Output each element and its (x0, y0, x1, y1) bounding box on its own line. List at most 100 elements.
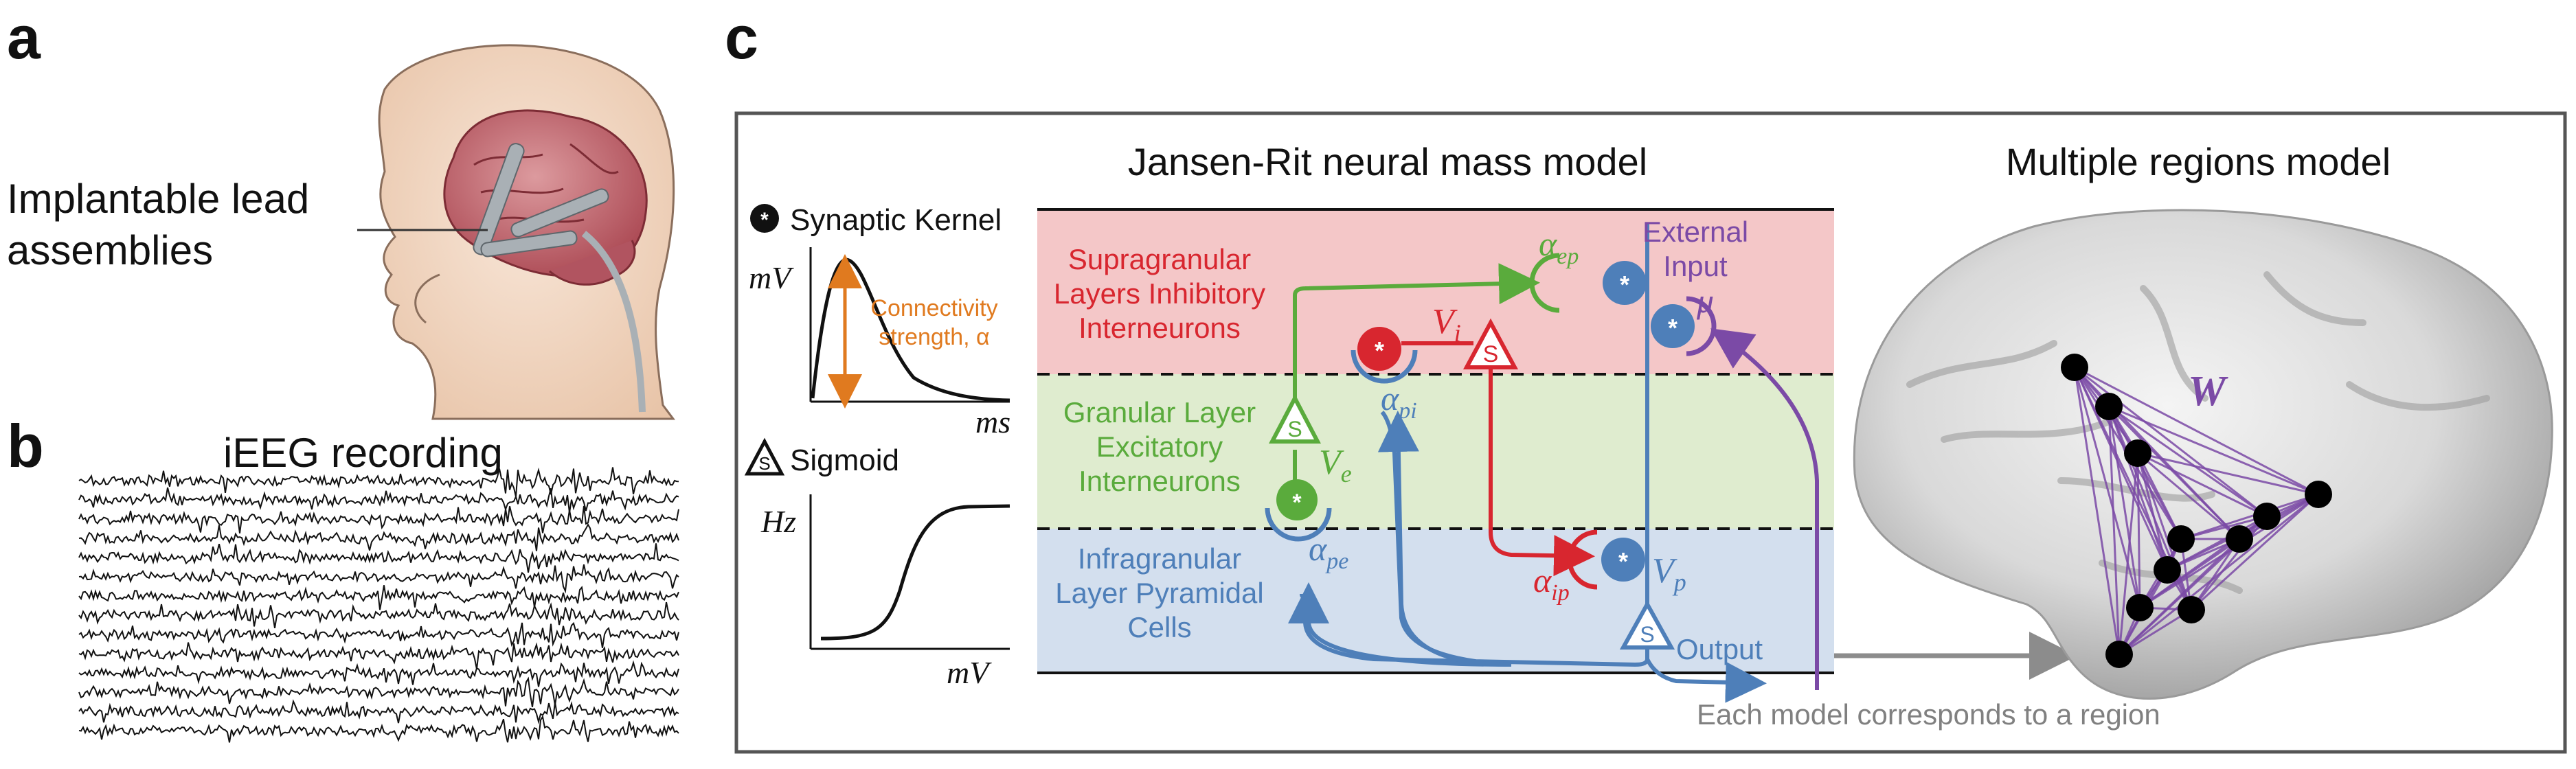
sigmoid-legend-label: Sigmoid (790, 444, 899, 477)
arc-alpha-ip (1567, 529, 1598, 590)
sigmoid-excitatory-symbol: S (1287, 417, 1302, 441)
network-edge (2137, 452, 2319, 496)
connectivity-line2: strength, α (879, 324, 989, 350)
network-edge (2190, 538, 2241, 610)
supragranular-line2: Layers Inhibitory (1054, 277, 1265, 310)
cortex-outline (1853, 209, 2553, 700)
eeg-trace (78, 487, 679, 513)
region-network (2061, 354, 2332, 668)
network-node (2061, 354, 2088, 381)
head-illustration (378, 44, 675, 420)
external-input-line2: Input (1663, 250, 1728, 282)
panel-a-label: a (7, 3, 41, 71)
output-label: Output (1676, 633, 1763, 665)
purple-input-arrow (1710, 328, 1819, 690)
node-inhibitory-star: * (1375, 336, 1384, 365)
network-edge (2118, 538, 2241, 656)
sigmoid-units: S S S (1269, 318, 1675, 650)
sigmoid-legend-symbol: S (758, 453, 770, 474)
kernel-xlabel: ms (975, 404, 1010, 439)
panel-b: b iEEG recording (7, 412, 679, 743)
region-footer: Each model corresponds to a region (1697, 698, 2160, 731)
network-edge (2136, 452, 2193, 610)
kernel-legend-star: * (760, 209, 769, 231)
granular-line3: Interneurons (1078, 465, 1241, 497)
sigmoid-excitatory (1269, 393, 1321, 444)
label-alpha-pi: αpi (1381, 379, 1417, 424)
panel-c: c * Synaptic Kernel mV Connectivity stre… (725, 3, 2567, 754)
network-edge (2180, 493, 2319, 540)
network-edge (2190, 516, 2268, 610)
node-excitatory (1276, 479, 1318, 520)
eeg-trace (78, 585, 679, 610)
eeg-trace (78, 660, 679, 687)
ear (414, 273, 440, 324)
eeg-trace (78, 564, 679, 594)
label-mu: μ (1696, 282, 1714, 320)
lead-annotation-line1: Implantable lead (7, 176, 309, 222)
sigmoid-legend: S Sigmoid Hz mV (744, 437, 1010, 690)
node-pyramidal-ep-star: * (1620, 271, 1629, 299)
arc-alpha-pe (1265, 507, 1332, 542)
eeg-trace (78, 601, 679, 628)
network-node (2126, 594, 2154, 621)
label-W: W (2188, 368, 2228, 415)
layer-labels: Supragranular Layers Inhibitory Interneu… (1054, 243, 1265, 643)
eeg-trace (78, 699, 679, 725)
node-excitatory-star: * (1292, 490, 1302, 516)
jansen-rit-title: Jansen-Rit neural mass model (1128, 140, 1647, 183)
node-external-input-star: * (1668, 314, 1677, 342)
network-node (2167, 525, 2195, 553)
network-edge (2074, 366, 2268, 518)
network-edge (2139, 538, 2240, 609)
network-edge (2119, 608, 2192, 656)
network-node (2124, 439, 2151, 467)
granular-line2: Excitatory (1096, 431, 1223, 463)
external-input-line1: External (1642, 216, 1748, 248)
arc-alpha-ep (1529, 253, 1560, 313)
synapse-arcs (1265, 253, 1717, 590)
node-pyramidal-ip (1601, 538, 1645, 582)
multiple-regions-title: Multiple regions model (2006, 140, 2391, 183)
kernel-ylabel: mV (749, 260, 794, 295)
network-edge (2137, 452, 2268, 518)
network-node (2305, 481, 2332, 508)
network-node (2226, 525, 2253, 553)
sigmoid-xlabel: mV (947, 655, 992, 690)
lead-annotation-line2: assemblies (7, 227, 213, 273)
electrode-leads (473, 143, 646, 413)
band-granular (1037, 374, 1834, 529)
arc-mu (1686, 296, 1717, 356)
connections (1288, 223, 2077, 703)
eeg-traces (78, 467, 679, 743)
label-alpha-ip: αip (1533, 561, 1570, 606)
sigmoid-legend-triangle (744, 437, 785, 476)
eeg-trace (78, 467, 679, 497)
eeg-trace (78, 621, 679, 648)
network-edge (2073, 367, 2141, 608)
sigmoid-inhibitory-symbol: S (1483, 341, 1499, 367)
label-Vp: Vp (1652, 551, 1686, 596)
kernel-legend-label: Synaptic Kernel (790, 203, 1002, 237)
eeg-trace (78, 676, 679, 707)
network-edge (2190, 493, 2320, 611)
network-node (2105, 641, 2133, 668)
node-inhibitory (1357, 327, 1401, 371)
node-external-input (1651, 304, 1695, 348)
panel-c-label: c (725, 3, 758, 71)
network-edge (2108, 405, 2268, 518)
label-alpha-pe: αpe (1309, 529, 1348, 574)
cortex-surface (1853, 209, 2553, 700)
math-labels: Vi Ve Vp αep αpi αpe αip μ (1309, 225, 1714, 606)
network-edge (2108, 406, 2121, 655)
network-edge (2108, 405, 2319, 496)
eeg-trace (78, 543, 679, 573)
cortex-sulci (1906, 271, 2490, 594)
network-node (2154, 556, 2181, 584)
label-Vi: Vi (1432, 302, 1461, 347)
label-Ve: Ve (1319, 443, 1352, 487)
infragranular-line2: Layer Pyramidal (1055, 577, 1263, 609)
eeg-trace (78, 523, 679, 551)
infragranular-line3: Cells (1127, 611, 1191, 643)
granular-line1: Granular Layer (1063, 396, 1256, 428)
